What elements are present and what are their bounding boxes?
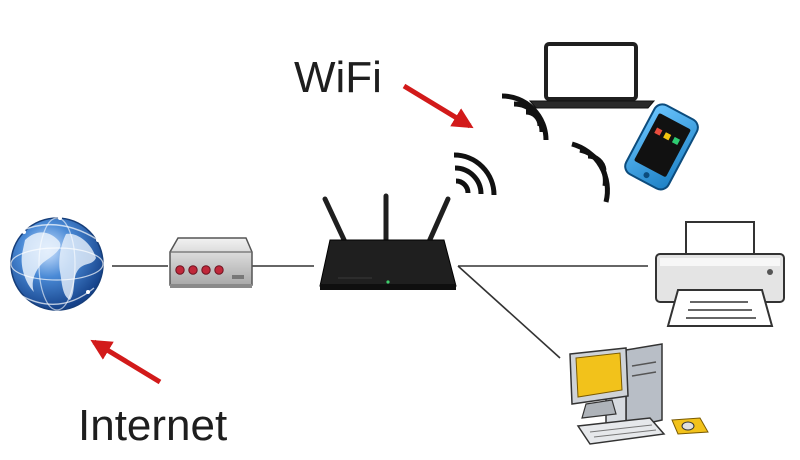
desktop-pc-icon — [569, 343, 709, 445]
router-wifi-signal-icon — [453, 152, 497, 196]
internet-arrow-icon — [90, 339, 162, 385]
phone-icon — [624, 103, 699, 191]
modem-icon — [169, 237, 253, 288]
phone-wifi-signal-icon — [571, 141, 610, 203]
internet-label: Internet — [78, 401, 228, 450]
link-router-desktop — [457, 265, 561, 359]
wifi-label: WiFi — [294, 53, 382, 102]
printer-icon — [655, 221, 785, 327]
laptop-icon — [528, 42, 656, 109]
globe-icon — [10, 216, 104, 311]
wifi-arrow-icon — [402, 83, 474, 129]
router-icon — [319, 193, 457, 290]
laptop-wifi-signal-icon — [501, 93, 549, 141]
